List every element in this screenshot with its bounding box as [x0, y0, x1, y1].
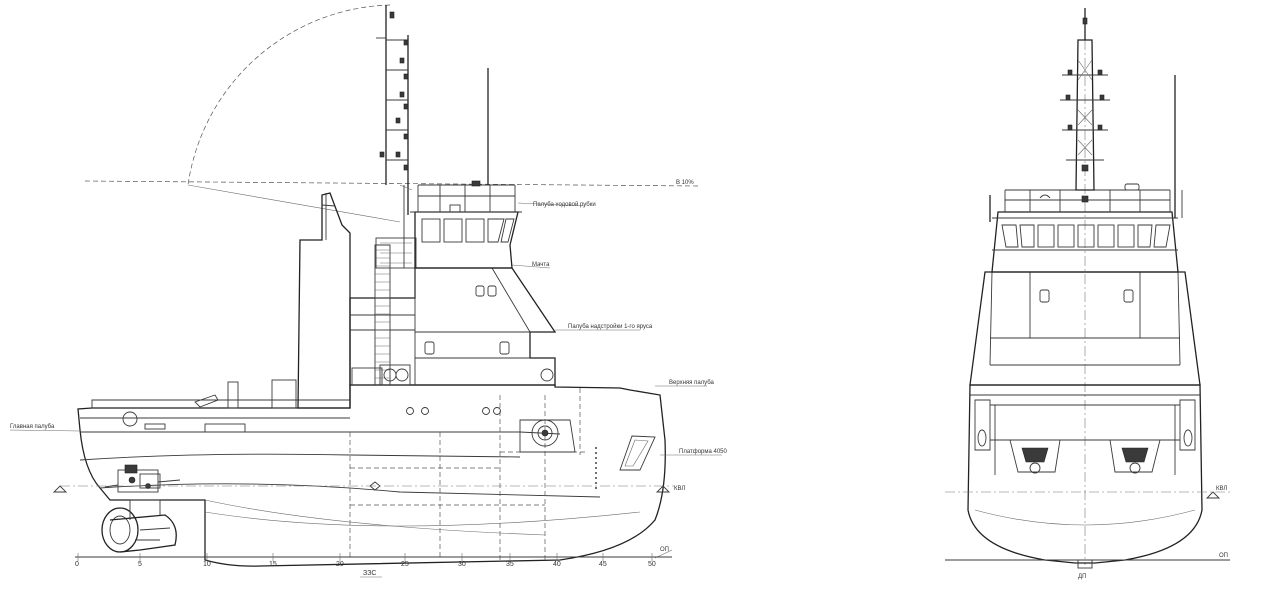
label-leader: [517, 202, 586, 207]
height-reference-line: [84, 180, 701, 187]
window: [424, 341, 435, 355]
frame-number: 50: [648, 561, 656, 568]
capstan: [379, 364, 411, 386]
front-wheelhouse-line: [992, 217, 1178, 251]
window: [487, 285, 497, 297]
porthole: [421, 407, 429, 415]
frame-marker-label: ЗЗС: [363, 570, 376, 577]
side-fender: [974, 399, 991, 451]
frame-number: 15: [269, 561, 277, 568]
hatch: [204, 423, 246, 433]
side-view: В 10%: [9, 4, 728, 578]
front-top-railing: [1004, 183, 1171, 212]
front-wheelhouse: [991, 211, 1179, 273]
window: [475, 285, 485, 297]
window: [499, 341, 510, 355]
wheelhouse-window: [465, 218, 485, 243]
side-fender: [1179, 399, 1196, 451]
wheelhouse-window: [421, 218, 441, 243]
frame-number: 25: [401, 561, 409, 568]
front-mast: [1060, 8, 1110, 191]
frame-number: 5: [138, 561, 142, 568]
wheelhouse-window: [487, 218, 505, 243]
porthole: [406, 407, 414, 415]
front-hull-line: [974, 509, 1196, 526]
deck-fitting: [194, 394, 219, 408]
label-deckhouse-tier1: Палуба надстройки 1-го яруса: [568, 323, 653, 330]
front-superstructure-inner: [989, 271, 1181, 366]
chine-line: [79, 453, 521, 461]
side-fender: [1183, 429, 1193, 447]
anchor-pocket: [519, 419, 576, 453]
hatch: [144, 423, 166, 430]
waterline-marker: [1205, 491, 1221, 499]
deck-bollard: [227, 381, 239, 409]
porthole: [493, 407, 501, 415]
winch-housing: [271, 379, 297, 409]
frame-scale: 0 5 10 15 20 25 30 35 40 45 50 ЗЗС: [75, 553, 660, 578]
label-mast: Мачта: [532, 262, 550, 268]
frame-number: 0: [75, 561, 79, 568]
hawse-pipe-inner: [624, 439, 649, 467]
front-hull-outline: [967, 384, 1203, 564]
wheelhouse-window: [443, 218, 463, 243]
wheelhouse-window: [500, 218, 515, 243]
front-superstructure: [969, 271, 1201, 386]
bulwark: [91, 399, 350, 408]
label-platform: Платформа 4050: [679, 449, 728, 455]
frame-number: 10: [203, 561, 211, 568]
label-leader: [511, 264, 551, 269]
front-label-waterline: КВЛ: [1216, 486, 1227, 492]
top-railing: [417, 180, 516, 213]
label-wheelhouse-top: Палуба ходовой рубки: [533, 201, 596, 208]
frame-number: 40: [553, 561, 561, 568]
frame-number: 30: [458, 561, 466, 568]
label-baseline: ОП: [660, 547, 669, 553]
funnel-pipe: [321, 204, 336, 207]
window: [1039, 289, 1050, 303]
engine-machinery: [104, 464, 181, 493]
external-ladder: [351, 237, 417, 386]
label-main-deck: Главная палуба: [10, 424, 55, 430]
skeg-line: [204, 499, 546, 536]
mast: [376, 5, 413, 268]
visibility-arc: [187, 4, 391, 186]
wheelhouse: [414, 211, 519, 269]
side-fender: [977, 429, 987, 447]
waterline-marker: [655, 485, 671, 493]
label-leader: [9, 429, 81, 432]
frame-number: 35: [506, 561, 514, 568]
visibility-ray: [187, 184, 401, 223]
window: [1123, 289, 1134, 303]
frame-number: 45: [599, 561, 607, 568]
superstructure-tier1: [349, 267, 557, 386]
front-wheelhouse-windows: [1001, 224, 1171, 248]
front-label-keel: ДП: [1078, 574, 1086, 580]
label-upper-deck: Верхняя палуба: [669, 380, 715, 386]
label-waterline: КВЛ: [674, 486, 685, 492]
front-thruster-left: [1009, 439, 1061, 474]
front-label-baseline: ОП: [1219, 553, 1228, 559]
porthole: [122, 411, 138, 427]
waterline-marker: [52, 485, 68, 493]
porthole: [482, 407, 490, 415]
hawse-pipe: [619, 435, 656, 471]
height-mark-label: В 10%: [676, 180, 694, 186]
deck-sheer-line: [80, 431, 561, 435]
frame-number: 20: [336, 561, 344, 568]
hull-lower-line: [204, 511, 641, 527]
funnel: [297, 192, 351, 409]
front-thruster-right: [1109, 439, 1161, 474]
porthole: [540, 368, 554, 382]
front-view: КВЛ ОП ДП: [945, 8, 1230, 580]
hull-outline: [77, 384, 666, 567]
superstructure-line: [491, 267, 531, 333]
azimuth-thruster: [101, 499, 177, 553]
